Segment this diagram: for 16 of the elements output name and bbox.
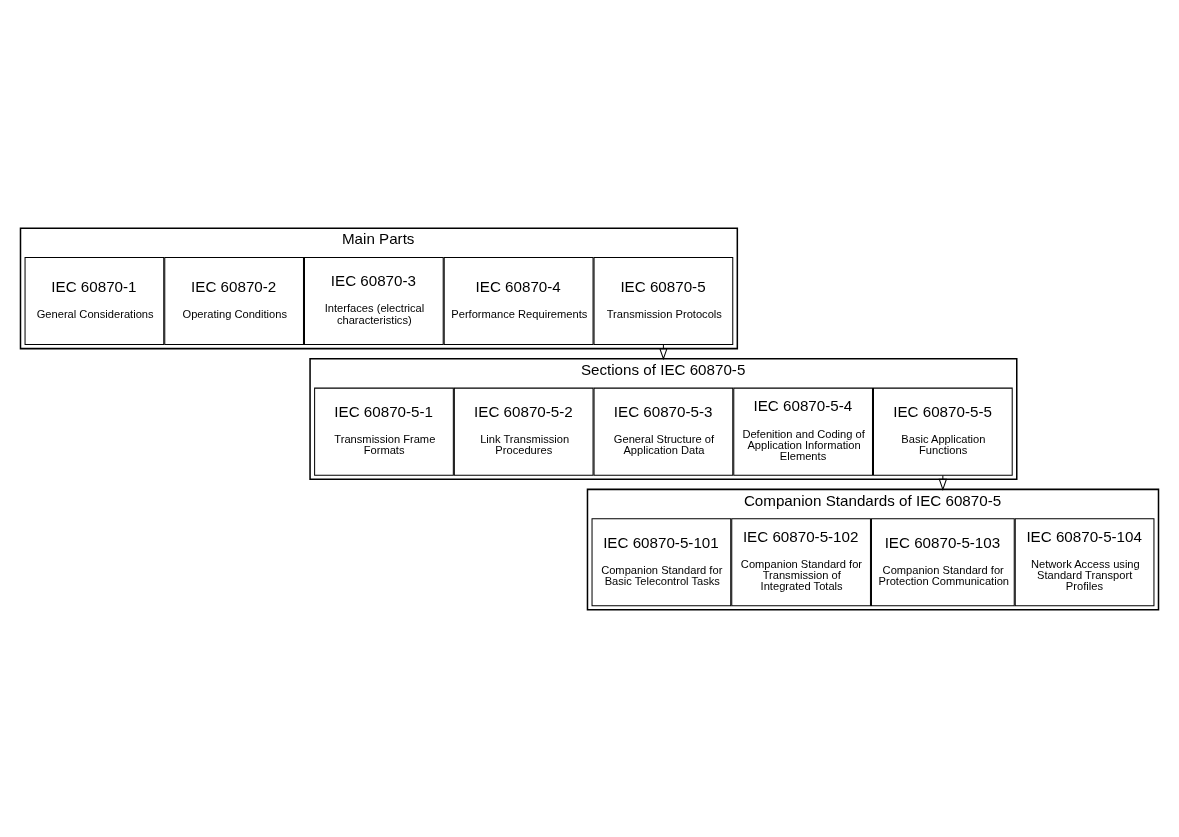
- node-box: IEC 60870-5-4 Defenition and Coding of Application Information Elements: [733, 387, 873, 476]
- arrow: [938, 474, 948, 491]
- node-box: IEC 60870-5-101 Companion Standard for Basic Telecontrol Tasks: [591, 517, 732, 606]
- node-box: IEC 60870-5-104 Network Access using Standard Transport Profiles: [1014, 517, 1155, 606]
- arrow: [659, 343, 668, 360]
- node-box: IEC 60870-5-2 Link Transmission Procedures: [453, 387, 594, 476]
- node-box: IEC 60870-5-3 General Structure of Application Data: [593, 387, 734, 476]
- node-box: IEC 60870-5-5 Basic Application Functions: [873, 387, 1013, 476]
- node-box: IEC 60870-5-1 Transmission Frame Formats: [314, 387, 454, 476]
- node-box: IEC 60870-1 General Considerations: [24, 256, 165, 345]
- node-box: IEC 60870-4 Performance Requirements: [443, 256, 594, 345]
- node-box: IEC 60870-5 Transmission Protocols: [593, 256, 734, 345]
- node-box: IEC 60870-5-102 Companion Standard for Transmission of Integrated Totals: [731, 517, 871, 606]
- node-box: IEC 60870-2 Operating Conditions: [164, 256, 304, 345]
- node-box: IEC 60870-3 Interfaces (electrical characteristics): [304, 256, 444, 345]
- node-box: IEC 60870-5-103 Companion Standard for Protection Communication: [870, 517, 1015, 606]
